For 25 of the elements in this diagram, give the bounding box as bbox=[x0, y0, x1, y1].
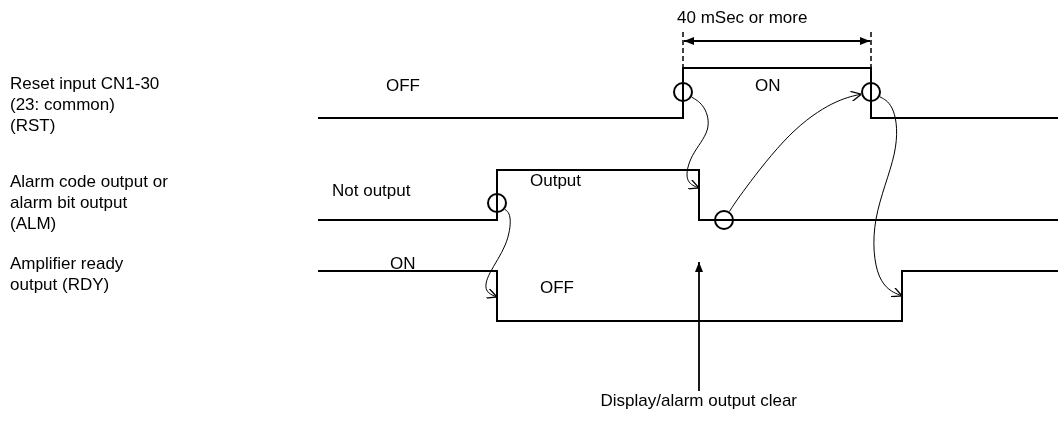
state-label: OFF bbox=[540, 278, 574, 298]
transition-marker bbox=[714, 210, 734, 230]
signal-name: Reset input CN1-30 bbox=[10, 74, 160, 94]
annotation-text: Display/alarm output clear bbox=[600, 391, 798, 411]
causal-arrow bbox=[728, 90, 862, 213]
transition-marker bbox=[673, 82, 693, 102]
signal-name: (23: common) bbox=[10, 95, 115, 115]
causal-arrow bbox=[485, 208, 511, 299]
state-label: Not output bbox=[332, 181, 411, 201]
signal-name: (ALM) bbox=[10, 214, 57, 234]
state-label: ON bbox=[390, 254, 416, 274]
causal-arrow bbox=[686, 96, 709, 190]
signal-name: Alarm code output or bbox=[10, 172, 168, 192]
signal-name: Amplifier ready bbox=[10, 254, 124, 274]
signal-name: alarm bit output bbox=[10, 193, 128, 213]
transition-marker bbox=[861, 82, 881, 102]
state-label: OFF bbox=[386, 76, 420, 96]
leader-arrow bbox=[695, 261, 703, 392]
signal-name: output (RDY) bbox=[10, 275, 110, 295]
state-label: ON bbox=[755, 76, 781, 96]
state-label: Output bbox=[530, 171, 582, 191]
transition-marker bbox=[487, 193, 507, 213]
signal-name: (RST) bbox=[10, 116, 56, 136]
causal-arrow bbox=[873, 96, 903, 298]
dimension-label: 40 mSec or more bbox=[677, 8, 808, 28]
